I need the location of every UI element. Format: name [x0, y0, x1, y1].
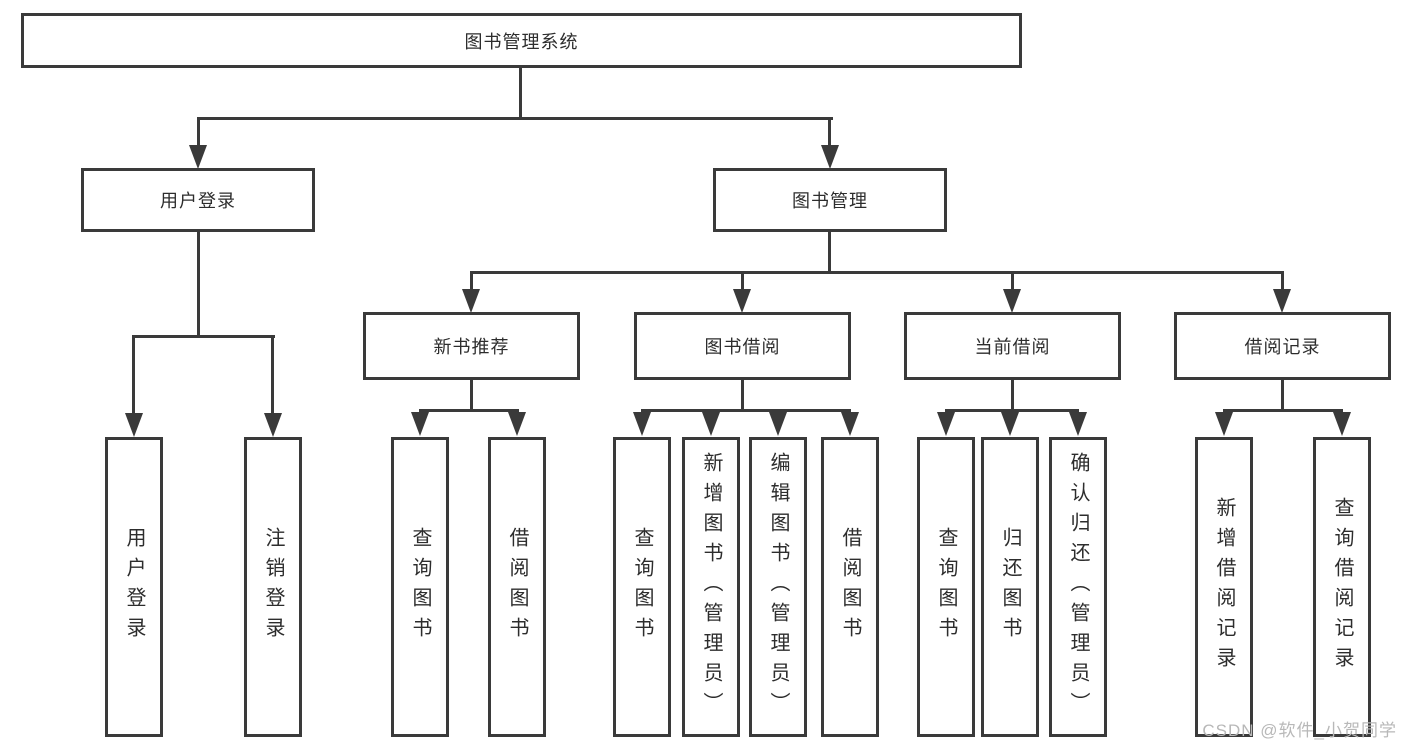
connector-line — [197, 117, 200, 147]
node-book-borrow: 图书借阅 — [634, 312, 851, 380]
leaf-query-books-recommend: 查询图书 — [391, 437, 449, 737]
leaf-label: 借阅图书 — [506, 527, 528, 647]
connector-line — [470, 271, 1284, 274]
leaf-label: 新增图书（管理员） — [700, 452, 722, 722]
connector-line — [945, 409, 1079, 412]
connector-line — [519, 68, 522, 118]
arrow-down-icon — [769, 412, 787, 436]
connector-line — [1011, 271, 1014, 291]
leaf-label: 编辑图书（管理员） — [767, 452, 789, 722]
arrow-down-icon — [1333, 412, 1351, 436]
arrow-down-icon — [1069, 412, 1087, 436]
arrow-down-icon — [462, 289, 480, 313]
arrow-down-icon — [633, 412, 651, 436]
node-label: 图书管理系统 — [464, 31, 579, 52]
leaf-query-books-current: 查询图书 — [917, 437, 975, 737]
connector-line — [1223, 409, 1343, 412]
leaf-label: 确认归还（管理员） — [1067, 452, 1089, 722]
arrow-down-icon — [1003, 289, 1021, 313]
connector-line — [470, 380, 473, 412]
leaf-return-book: 归还图书 — [981, 437, 1039, 737]
leaf-user-login: 用户登录 — [105, 437, 163, 737]
arrow-down-icon — [733, 289, 751, 313]
leaf-label: 借阅图书 — [839, 527, 861, 647]
node-label: 用户登录 — [160, 191, 236, 211]
node-label: 当前借阅 — [974, 337, 1051, 357]
node-label: 借阅记录 — [1244, 337, 1321, 357]
node-current-borrow: 当前借阅 — [904, 312, 1121, 380]
leaf-borrow-books: 借阅图书 — [821, 437, 879, 737]
arrow-down-icon — [264, 413, 282, 437]
arrow-down-icon — [841, 412, 859, 436]
arrow-down-icon — [508, 412, 526, 436]
connector-line — [419, 409, 519, 412]
node-label: 图书管理 — [792, 191, 868, 211]
leaf-label: 用户登录 — [123, 527, 145, 647]
connector-line — [741, 380, 744, 412]
watermark-text: CSDN @软件_小贺同学 — [1202, 721, 1397, 740]
connector-line — [271, 335, 274, 415]
node-label: 新书推荐 — [433, 337, 510, 357]
node-book-management: 图书管理 — [713, 168, 947, 232]
node-label: 图书借阅 — [704, 337, 781, 357]
leaf-label: 查询图书 — [409, 527, 431, 647]
connector-line — [132, 335, 275, 338]
arrow-down-icon — [937, 412, 955, 436]
connector-line — [1011, 380, 1014, 412]
leaf-add-borrow-record: 新增借阅记录 — [1195, 437, 1253, 737]
leaf-query-borrow-record: 查询借阅记录 — [1313, 437, 1371, 737]
arrow-down-icon — [1273, 289, 1291, 313]
node-user-login: 用户登录 — [81, 168, 315, 232]
connector-line — [1281, 271, 1284, 291]
leaf-label: 新增借阅记录 — [1213, 497, 1235, 677]
connector-line — [132, 335, 135, 415]
connector-line — [1281, 380, 1284, 412]
connector-line — [741, 271, 744, 291]
node-new-book-recommend: 新书推荐 — [363, 312, 580, 380]
arrow-down-icon — [411, 412, 429, 436]
leaf-borrow-books-recommend: 借阅图书 — [488, 437, 546, 737]
connector-line — [828, 117, 831, 147]
arrow-down-icon — [189, 145, 207, 169]
leaf-query-books-borrow: 查询图书 — [613, 437, 671, 737]
leaf-label: 注销登录 — [262, 527, 284, 647]
leaf-label: 查询借阅记录 — [1331, 497, 1353, 677]
connector-line — [197, 232, 200, 338]
leaf-label: 查询图书 — [631, 527, 653, 647]
connector-line — [197, 117, 833, 120]
node-root: 图书管理系统 — [21, 13, 1022, 68]
leaf-logout: 注销登录 — [244, 437, 302, 737]
arrow-down-icon — [125, 413, 143, 437]
leaf-add-book-admin: 新增图书（管理员） — [682, 437, 740, 737]
leaf-label: 查询图书 — [935, 527, 957, 647]
node-borrow-records: 借阅记录 — [1174, 312, 1391, 380]
connector-line — [641, 409, 851, 412]
arrow-down-icon — [1001, 412, 1019, 436]
connector-line — [470, 271, 473, 291]
leaf-edit-book-admin: 编辑图书（管理员） — [749, 437, 807, 737]
connector-line — [828, 232, 831, 274]
leaf-label: 归还图书 — [999, 527, 1021, 647]
arrow-down-icon — [821, 145, 839, 169]
arrow-down-icon — [1215, 412, 1233, 436]
arrow-down-icon — [702, 412, 720, 436]
leaf-confirm-return-admin: 确认归还（管理员） — [1049, 437, 1107, 737]
